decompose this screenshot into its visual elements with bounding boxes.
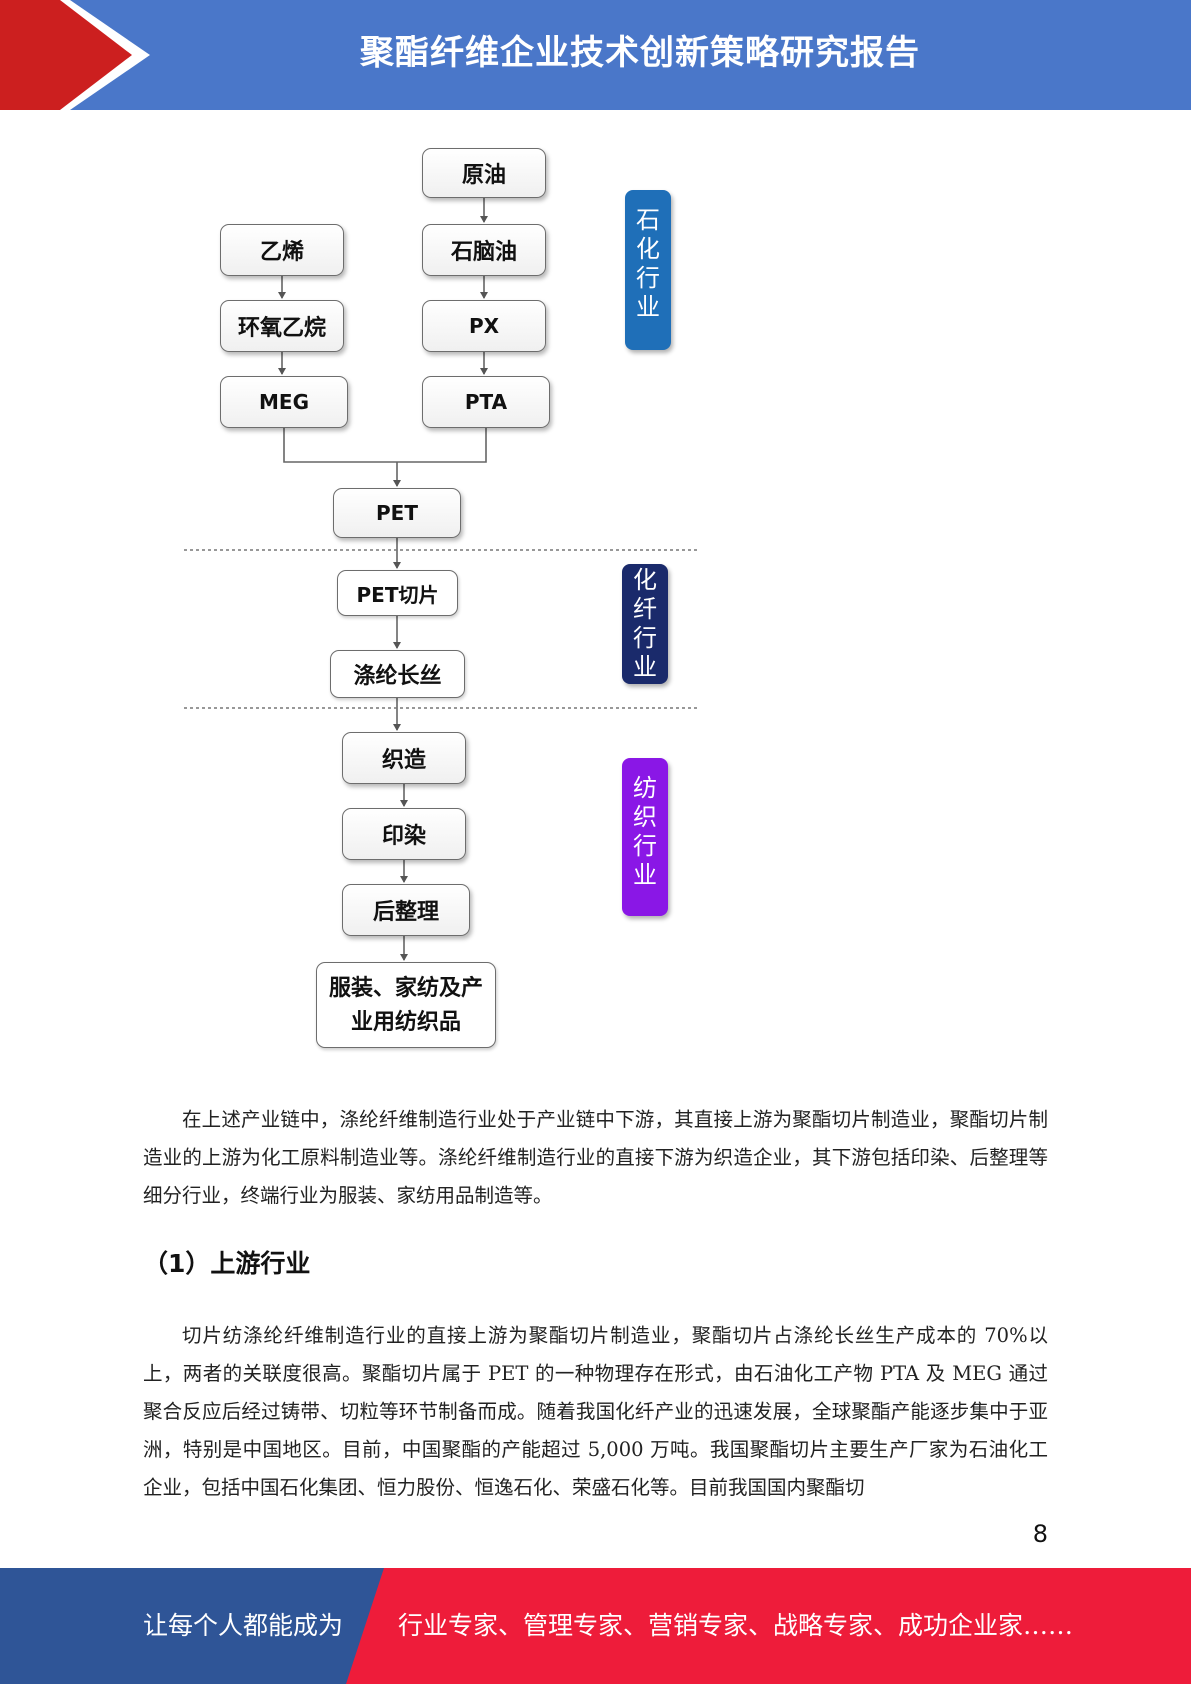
page-header: 聚酯纤维企业技术创新策略研究报告 [0,0,1191,110]
section-heading-upstream: （1）上游行业 [143,1249,311,1278]
tag-char: 纤 [633,595,657,623]
tag-char: 业 [633,653,657,681]
footer-slogan-right: 行业专家、管理专家、营销专家、战略专家、成功企业家…… [398,1611,1074,1640]
paragraph-upstream: 切片纺涤纶纤维制造行业的直接上游为聚酯切片制造业，聚酯切片占涤纶长丝生产成本的 … [143,1324,1048,1499]
node-end-products: 服装、家纺及产业用纺织品 [316,962,496,1048]
tag-petrochemical-industry: 石 化 行 业 [625,190,671,350]
tag-char: 行 [633,832,657,860]
industry-chain-diagram: 原油 石脑油 PX PTA 乙烯 环氧乙烷 MEG PET PET切片 涤纶长丝… [0,120,740,1060]
report-title: 聚酯纤维企业技术创新策略研究报告 [360,33,920,73]
node-polyester-filament: 涤纶长丝 [330,650,465,698]
tag-textile-industry: 纺 织 行 业 [622,758,668,916]
node-crude-oil: 原油 [422,148,546,198]
node-pet: PET [333,488,461,538]
tag-chemical-fiber-industry: 化 纤 行 业 [622,564,668,684]
node-dyeing: 印染 [342,808,466,860]
node-ethylene-oxide: 环氧乙烷 [220,300,344,352]
tag-char: 行 [633,624,657,652]
node-meg: MEG [220,376,348,428]
diagram-connectors [184,198,698,961]
paragraph-industry-chain: 在上述产业链中，涤纶纤维制造行业处于产业链中下游，其直接上游为聚酯切片制造业，聚… [143,1108,1048,1207]
page-number: 8 [1032,1520,1048,1548]
tag-char: 织 [633,803,657,831]
tag-char: 纺 [633,774,657,802]
tag-char: 石 [636,206,660,234]
node-weaving: 织造 [342,732,466,784]
page-footer: 让每个人都能成为 行业专家、管理专家、营销专家、战略专家、成功企业家…… [0,1568,1191,1684]
node-naphtha: 石脑油 [422,224,546,276]
footer-band-graphic [0,1568,1191,1684]
node-ethylene: 乙烯 [220,224,344,276]
header-arrow-graphic [0,0,1191,110]
node-px: PX [422,300,546,352]
node-pta: PTA [422,376,550,428]
footer-slogan-left: 让每个人都能成为 [143,1611,344,1640]
tag-char: 化 [633,566,657,594]
tag-char: 化 [636,235,660,263]
tag-char: 行 [636,264,660,292]
tag-char: 业 [633,861,657,889]
node-pet-chips: PET切片 [337,570,458,616]
node-finishing: 后整理 [342,884,470,936]
tag-char: 业 [636,293,660,321]
